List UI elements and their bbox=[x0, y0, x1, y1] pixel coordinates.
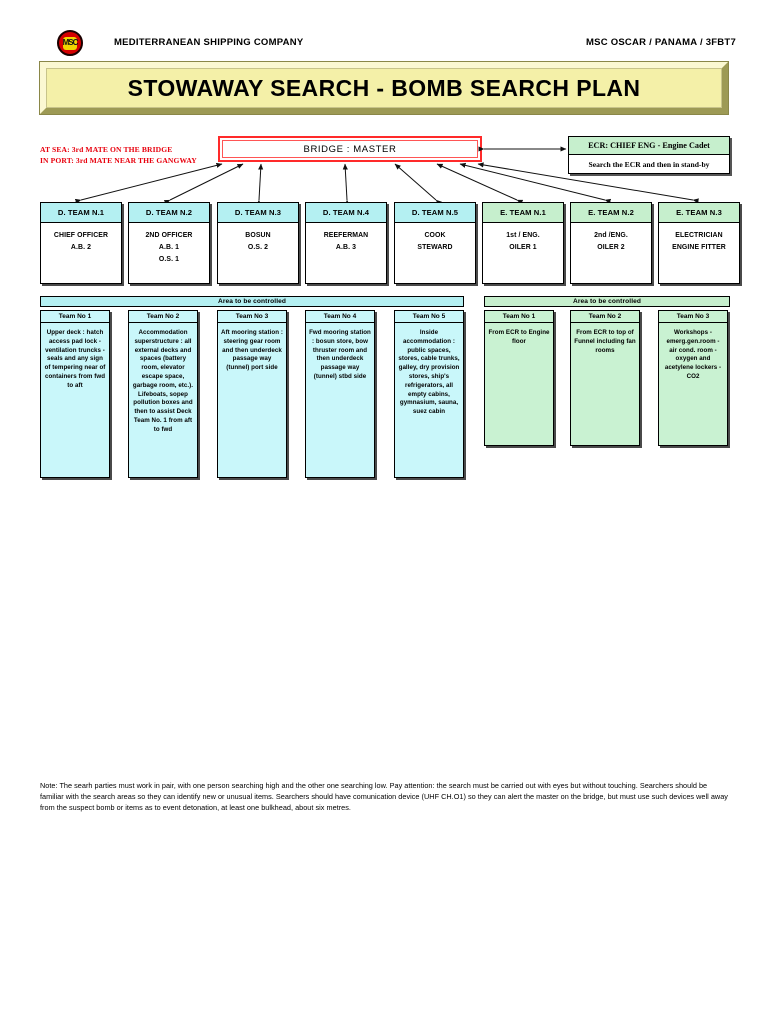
team-member: OILER 2 bbox=[597, 244, 625, 251]
team-members-e1: 1st / ENG. OILER 1 bbox=[483, 223, 563, 284]
ecr-box: ECR: CHIEF ENG - Engine Cadet Search the… bbox=[568, 136, 730, 174]
page-title: STOWAWAY SEARCH - BOMB SEARCH PLAN bbox=[127, 74, 641, 101]
ecr-title: ECR: CHIEF ENG - Engine Cadet bbox=[569, 137, 729, 155]
team-header-e1: E. TEAM N.1 bbox=[483, 203, 563, 223]
area-text-e2: From ECR to top of Funnel including fan … bbox=[574, 329, 636, 354]
area-text-e3: Workshops - emerg.gen.room - air cond. r… bbox=[664, 329, 722, 380]
msc-logo-icon: MSC bbox=[57, 30, 83, 56]
team-member: 1st / ENG. bbox=[506, 232, 540, 239]
area-box-e3: Team No 3 Workshops - emerg.gen.room - ai… bbox=[658, 310, 728, 446]
title-banner: STOWAWAY SEARCH - BOMB SEARCH PLAN bbox=[39, 61, 729, 115]
area-text-d5: Inside accommodation : public spaces, st… bbox=[398, 329, 460, 416]
ecr-instruction: Search the ECR and then in stand-by bbox=[588, 160, 710, 169]
team-member: A.B. 2 bbox=[70, 244, 92, 251]
area-box-d3: Team No 3 Aft mooring station : steering … bbox=[217, 310, 287, 478]
footer-note: Note: The searh parties must work in pai… bbox=[40, 781, 728, 813]
team-header-d3: D. TEAM N.3 bbox=[218, 203, 298, 223]
area-text-d4: Fwd mooring station : bosun store, bow t… bbox=[309, 329, 371, 380]
area-header-e3: Team No 3 bbox=[659, 311, 727, 323]
team-member: O.S. 2 bbox=[247, 244, 269, 251]
team-box-e1: E. TEAM N.1 1st / ENG. OILER 1 bbox=[482, 202, 564, 284]
team-box-d2: D. TEAM N.2 2ND OFFICER A.B. 1 O.S. 1 bbox=[128, 202, 210, 284]
area-box-e2: Team No 2 From ECR to top of Funnel inclu… bbox=[570, 310, 640, 446]
msc-logo-text: MSC bbox=[63, 36, 78, 50]
team-member: A.B. 3 bbox=[335, 244, 357, 251]
team-box-e2: E. TEAM N.2 2nd /ENG. OILER 2 bbox=[570, 202, 652, 284]
team-member: REEFERMAN bbox=[323, 232, 369, 239]
area-box-d4: Team No 4 Fwd mooring station : bosun sto… bbox=[305, 310, 375, 478]
area-text-d1: Upper deck : hatch access pad lock - ven… bbox=[44, 329, 106, 389]
team-member: STEWARD bbox=[417, 244, 453, 251]
deck-area-bar: Area to be controlled bbox=[40, 296, 464, 307]
team-member: BOSUN bbox=[245, 232, 271, 239]
title-banner-inner: STOWAWAY SEARCH - BOMB SEARCH PLAN bbox=[46, 68, 722, 108]
team-member: A.B. 1 bbox=[158, 244, 180, 251]
team-members-d4: REEFERMAN A.B. 3 bbox=[306, 223, 386, 284]
area-text-d3: Aft mooring station : steering gear room… bbox=[221, 329, 283, 372]
team-member: 2ND OFFICER bbox=[145, 232, 193, 239]
team-member: OILER 1 bbox=[509, 244, 537, 251]
area-header-d3: Team No 3 bbox=[218, 311, 286, 323]
team-members-e2: 2nd /ENG. OILER 2 bbox=[571, 223, 651, 284]
area-header-d4: Team No 4 bbox=[306, 311, 374, 323]
area-box-d5: Team No 5 Inside accommodation : public s… bbox=[394, 310, 464, 478]
area-header-e2: Team No 2 bbox=[571, 311, 639, 323]
area-box-d2: Team No 2 Accommodation superstructure : … bbox=[128, 310, 198, 478]
bridge-master-label: BRIDGE : MASTER bbox=[303, 143, 397, 155]
team-members-e3: ELECTRICIAN ENGINE FITTER bbox=[659, 223, 739, 284]
team-header-d4: D. TEAM N.4 bbox=[306, 203, 386, 223]
team-header-e2: E. TEAM N.2 bbox=[571, 203, 651, 223]
bridge-master-box: BRIDGE : MASTER bbox=[218, 136, 482, 162]
team-header-d1: D. TEAM N.1 bbox=[41, 203, 121, 223]
team-members-d5: COOK STEWARD bbox=[395, 223, 475, 284]
team-header-d5: D. TEAM N.5 bbox=[395, 203, 475, 223]
team-header-d2: D. TEAM N.2 bbox=[129, 203, 209, 223]
area-header-d1: Team No 1 bbox=[41, 311, 109, 323]
team-member: O.S. 1 bbox=[158, 256, 180, 263]
bridge-master-inner: BRIDGE : MASTER bbox=[222, 140, 478, 158]
area-text-e1: From ECR to Engine floor bbox=[488, 329, 550, 345]
area-header-d2: Team No 2 bbox=[129, 311, 197, 323]
team-members-d2: 2ND OFFICER A.B. 1 O.S. 1 bbox=[129, 223, 209, 284]
team-members-d3: BOSUN O.S. 2 bbox=[218, 223, 298, 284]
team-member: ELECTRICIAN bbox=[675, 232, 723, 239]
team-member: ENGINE FITTER bbox=[672, 244, 726, 251]
standing-order-in-port: IN PORT: 3rd MATE NEAR THE GANGWAY bbox=[40, 156, 197, 165]
vessel-identifier: MSC OSCAR / PANAMA / 3FBT7 bbox=[585, 37, 736, 48]
team-member: CHIEF OFFICER bbox=[53, 232, 109, 239]
team-header-e3: E. TEAM N.3 bbox=[659, 203, 739, 223]
area-header-e1: Team No 1 bbox=[485, 311, 553, 323]
team-member: 2nd /ENG. bbox=[594, 232, 628, 239]
area-box-d1: Team No 1 Upper deck : hatch access pad l… bbox=[40, 310, 110, 478]
area-text-d2: Accommodation superstructure : all exter… bbox=[132, 329, 194, 433]
area-header-d5: Team No 5 bbox=[395, 311, 463, 323]
engine-area-bar: Area to be controlled bbox=[484, 296, 730, 307]
company-name: MEDITERRANEAN SHIPPING COMPANY bbox=[114, 37, 304, 48]
standing-order-at-sea: AT SEA: 3rd MATE ON THE BRIDGE bbox=[40, 145, 173, 154]
area-box-e1: Team No 1 From ECR to Engine floor bbox=[484, 310, 554, 446]
team-member: COOK bbox=[424, 232, 446, 239]
team-members-d1: CHIEF OFFICER A.B. 2 bbox=[41, 223, 121, 284]
